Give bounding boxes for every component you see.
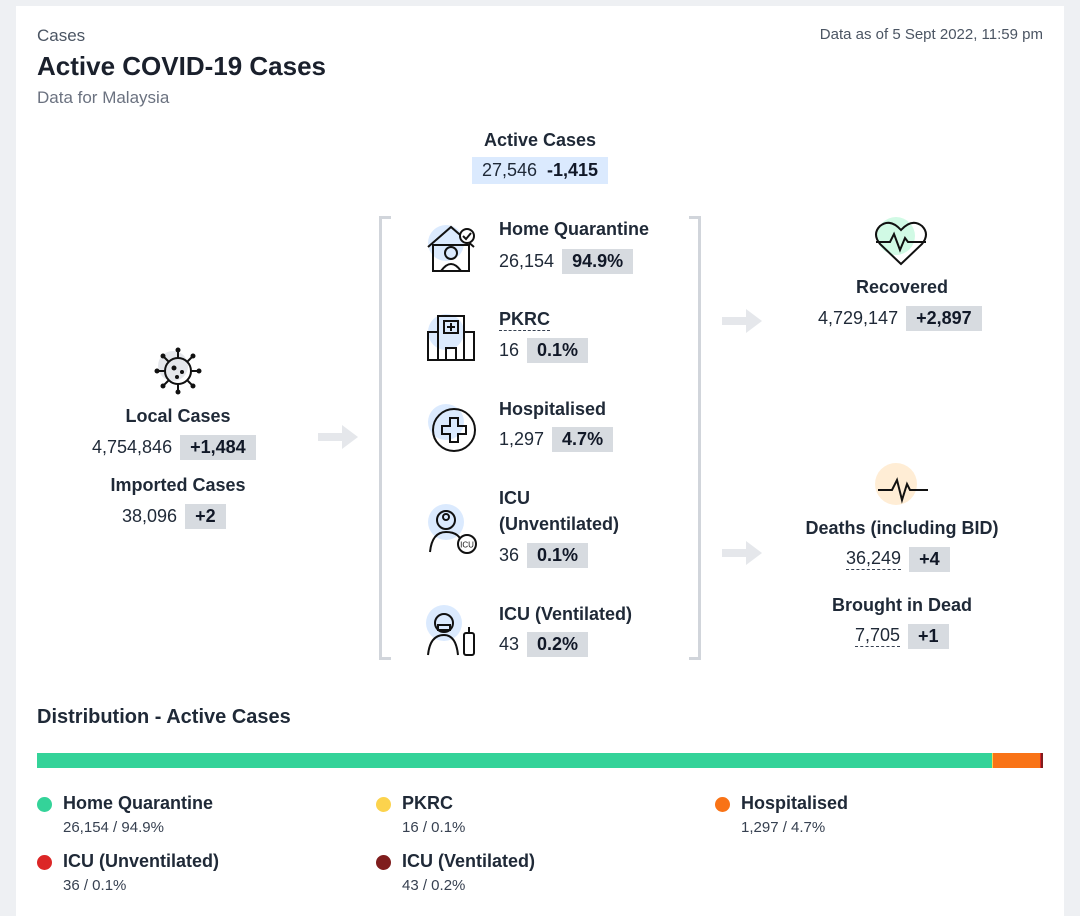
distribution-segment xyxy=(37,753,992,768)
imported-cases-stat: 38,096 +2 xyxy=(122,504,226,529)
bid-value[interactable]: 7,705 xyxy=(855,625,901,647)
imported-cases-value: 38,096 xyxy=(122,506,178,526)
legend-value: 1,297 / 4.7% xyxy=(741,819,826,836)
distribution-segment xyxy=(991,753,993,768)
arrow-right-icon xyxy=(318,425,358,449)
local-cases-label: Local Cases xyxy=(125,406,231,426)
legend-dot xyxy=(37,855,52,870)
active-cases-delta: -1,415 xyxy=(547,160,599,180)
home-quarantine-icon xyxy=(427,225,475,272)
hospitalised-pct: 4.7% xyxy=(552,427,614,452)
pkrc-building-icon xyxy=(427,314,475,361)
recovered-label: Recovered xyxy=(855,277,949,297)
local-cases-delta: +1,484 xyxy=(180,435,256,460)
svg-text:ICU: ICU xyxy=(460,541,474,550)
data-timestamp: Data as of 5 Sept 2022, 11:59 pm xyxy=(819,26,1043,43)
pkrc-stat: 16 0.1% xyxy=(499,338,589,363)
pkrc-label[interactable]: PKRC xyxy=(499,309,551,331)
legend-dot xyxy=(37,797,52,812)
icu-ventilated-label: ICU (Ventilated) xyxy=(499,604,633,624)
icu-ventilated-pct: 0.2% xyxy=(527,632,589,657)
arrow-right-icon xyxy=(722,309,762,333)
icu-ventilator-icon xyxy=(426,605,475,656)
active-cases-value: 27,546 xyxy=(481,160,537,180)
breadcrumb[interactable]: Cases xyxy=(37,26,86,45)
deaths-delta: +4 xyxy=(909,547,950,572)
icu-unventilated-stat: 36 0.1% xyxy=(499,543,589,568)
local-cases-stat: 4,754,846 +1,484 xyxy=(92,435,256,460)
home-quarantine-label: Home Quarantine xyxy=(499,219,650,239)
legend-value: 16 / 0.1% xyxy=(402,819,466,836)
bracket-right xyxy=(689,216,701,660)
distribution-segment xyxy=(1039,753,1041,768)
legend-value: 36 / 0.1% xyxy=(63,877,127,894)
legend-dot xyxy=(376,855,391,870)
legend-name: Home Quarantine xyxy=(63,793,214,813)
distribution-segment xyxy=(1040,753,1043,768)
icu-unventilated-pct: 0.1% xyxy=(527,543,589,568)
page-title: Active COVID-19 Cases xyxy=(37,51,327,81)
recovered-stat: 4,729,147 +2,897 xyxy=(818,306,982,331)
imported-cases-label: Imported Cases xyxy=(110,475,246,495)
imported-cases-delta: +2 xyxy=(185,504,226,529)
virus-icon xyxy=(154,347,202,395)
bracket-left xyxy=(379,216,391,660)
deaths-label: Deaths (including BID) xyxy=(805,518,999,538)
legend-dot xyxy=(715,797,730,812)
recovered-delta: +2,897 xyxy=(906,306,982,331)
arrow-right-icon xyxy=(722,541,762,565)
hospitalised-stat: 1,297 4.7% xyxy=(499,427,614,452)
legend-name: PKRC xyxy=(402,793,454,813)
home-quarantine-stat: 26,154 94.9% xyxy=(499,249,634,274)
distribution-title: Distribution - Active Cases xyxy=(37,706,291,728)
icu-doctor-icon: ICU xyxy=(428,504,477,554)
legend-name: ICU (Unventilated) xyxy=(63,851,220,871)
hospitalised-label: Hospitalised xyxy=(499,399,607,419)
dashboard-card: Cases Active COVID-19 Cases Data for Mal… xyxy=(16,6,1064,916)
page-subtitle: Data for Malaysia xyxy=(37,88,170,107)
legend-value: 26,154 / 94.9% xyxy=(63,819,164,836)
pulse-line-icon xyxy=(875,463,928,505)
icu-unventilated-label-line2: (Unventilated) xyxy=(499,514,620,534)
legend-dot xyxy=(376,797,391,812)
bid-label: Brought in Dead xyxy=(832,595,972,615)
icu-unventilated-label-line1: ICU xyxy=(499,488,530,508)
icu-ventilated-value: 43 xyxy=(499,634,520,654)
legend-name: Hospitalised xyxy=(741,793,849,813)
home-quarantine-value: 26,154 xyxy=(499,251,555,271)
distribution-segment xyxy=(992,753,1040,768)
deaths-stat: 36,249 +4 xyxy=(846,547,950,572)
active-cases-block: Active Cases 27,546 -1,415 xyxy=(440,130,640,184)
legend-name: ICU (Ventilated) xyxy=(402,851,536,871)
pkrc-pct: 0.1% xyxy=(527,338,589,363)
icu-ventilated-stat: 43 0.2% xyxy=(499,632,589,657)
active-cases-label: Active Cases xyxy=(483,130,597,150)
home-quarantine-pct: 94.9% xyxy=(562,249,634,274)
bid-delta: +1 xyxy=(908,624,949,649)
hospital-cross-icon xyxy=(428,404,476,452)
recovered-value: 4,729,147 xyxy=(818,308,899,328)
hospitalised-value: 1,297 xyxy=(499,429,545,449)
active-cases-stat: 27,546 -1,415 xyxy=(471,157,609,184)
pkrc-value: 16 xyxy=(499,340,520,360)
deaths-value[interactable]: 36,249 xyxy=(846,548,902,570)
distribution-bar xyxy=(37,753,1043,768)
local-cases-value: 4,754,846 xyxy=(92,437,173,457)
icu-unventilated-value: 36 xyxy=(499,545,520,565)
heart-pulse-icon xyxy=(875,217,927,266)
bid-stat: 7,705 +1 xyxy=(855,624,949,649)
legend-value: 43 / 0.2% xyxy=(402,877,466,894)
